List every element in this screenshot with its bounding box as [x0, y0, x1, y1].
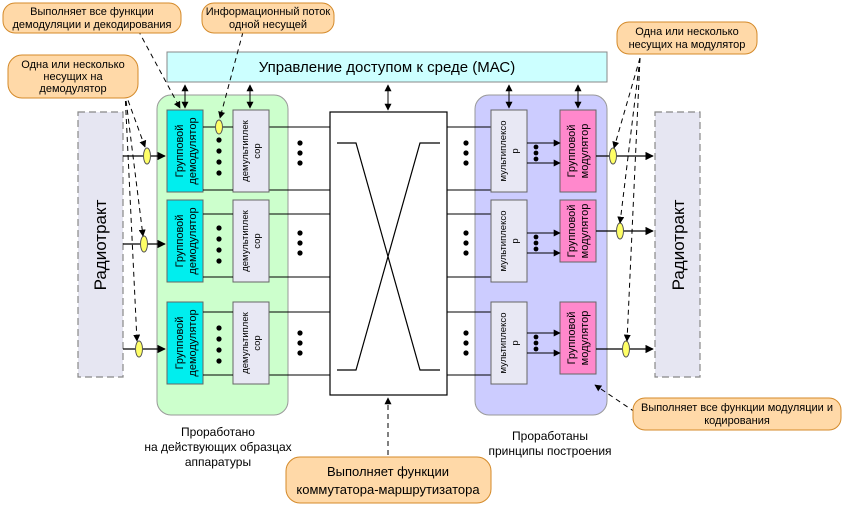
demod-channel-3: Групповой демодулятор демультиплек сор: [166, 301, 270, 385]
svg-text:Групповой: Групповой: [174, 125, 186, 178]
svg-text:Групповой: Групповой: [566, 312, 578, 365]
svg-text:демультиплек: демультиплек: [240, 209, 251, 271]
svg-text:сор: сор: [252, 143, 263, 158]
radio-left-label: Радиотракт: [91, 199, 110, 290]
bus-dots-right: [463, 140, 469, 356]
svg-text:несущих на модулятор: несущих на модулятор: [629, 39, 746, 51]
svg-text:демодулятор: демодулятор: [187, 309, 199, 376]
svg-text:несущих на: несущих на: [43, 71, 103, 83]
callout-carriers-mod: Одна или несколько несущих на модулятор: [616, 21, 758, 55]
callout-pointers: [124, 29, 641, 455]
svg-text:одной несущей: одной несущей: [229, 19, 307, 31]
radio-right-box: [654, 111, 701, 378]
svg-text:Выполняет все функции модуляци: Выполняет все функции модуляции и: [641, 402, 833, 414]
callout-carriers-demod: Одна или несколько несущих на демодулято…: [7, 54, 139, 99]
caption-left: Проработано на действующих образцах аппа…: [144, 425, 291, 469]
svg-text:мультиплексо: мультиплексо: [498, 211, 509, 272]
svg-text:сор: сор: [252, 335, 263, 350]
svg-text:мультиплексо: мультиплексо: [498, 121, 509, 182]
callout-switch-functions: Выполняет функции коммутатора-маршрутиза…: [285, 456, 492, 504]
svg-text:коммутатора-маршрутизатора: коммутатора-маршрутизатора: [296, 482, 480, 497]
svg-text:принципы построения: принципы построения: [488, 444, 611, 458]
svg-text:демодулятор: демодулятор: [187, 117, 199, 184]
svg-text:на действующих образцах: на действующих образцах: [144, 440, 291, 454]
svg-text:Проработано: Проработано: [181, 425, 255, 439]
caption-right: Проработаны принципы построения: [488, 429, 611, 458]
svg-text:модулятор: модулятор: [579, 124, 591, 179]
mac-label: Управление доступом к среде (МАС): [259, 59, 515, 76]
svg-text:Групповой: Групповой: [566, 125, 578, 178]
svg-text:р: р: [510, 238, 521, 243]
svg-text:Выполняет функции: Выполняет функции: [327, 464, 449, 479]
demod-channel-1: Групповой демодулятор демультиплек сор: [166, 109, 270, 193]
mod-channel-2: мультиплексо р Групповой модулятор: [490, 199, 597, 283]
svg-text:р: р: [510, 340, 521, 345]
svg-text:демодулятор: демодулятор: [39, 83, 106, 95]
svg-text:аппаратуры: аппаратуры: [185, 455, 251, 469]
mod-channel-3: мультиплексо р Групповой модулятор: [490, 301, 597, 385]
svg-text:демодулятор: демодулятор: [187, 207, 199, 274]
svg-text:демультиплек: демультиплек: [240, 119, 251, 181]
mod-channel-1: мультиплексо р Групповой модулятор: [490, 109, 597, 193]
radio-right-label: Радиотракт: [669, 199, 688, 290]
carrier-ellipses: [135, 119, 630, 358]
demod-channel-2: Групповой демодулятор демультиплек сор: [166, 199, 270, 283]
svg-text:Групповой: Групповой: [566, 205, 578, 258]
svg-text:демультиплек: демультиплек: [240, 311, 251, 373]
mac-arrows: [181, 84, 582, 111]
svg-text:модулятор: модулятор: [579, 204, 591, 259]
callout-demod-functions: Выполняет все функции демодуляции и деко…: [2, 2, 182, 34]
left-bus-lines: [269, 126, 330, 376]
svg-text:Информационный поток: Информационный поток: [206, 6, 331, 18]
callout-info-stream: Информационный поток одной несущей: [201, 2, 335, 34]
svg-text:р: р: [510, 148, 521, 153]
svg-text:Групповой: Групповой: [174, 215, 186, 268]
svg-text:сор: сор: [252, 233, 263, 248]
svg-text:кодирования: кодирования: [704, 415, 770, 427]
svg-text:Проработаны: Проработаны: [512, 429, 588, 443]
bus-dots-left: [297, 140, 303, 356]
svg-text:демодуляции и декодирования: демодуляции и декодирования: [12, 19, 171, 31]
right-bus-lines: [447, 126, 491, 376]
svg-text:Одна или несколько: Одна или несколько: [635, 26, 738, 38]
svg-text:Выполняет все функции: Выполняет все функции: [30, 6, 154, 18]
mac-bar: [166, 51, 608, 83]
svg-text:мультиплексо: мультиплексо: [498, 313, 509, 374]
svg-text:модулятор: модулятор: [579, 311, 591, 366]
callout-mod-functions: Выполняет все функции модуляции и кодиро…: [632, 397, 842, 431]
svg-text:Групповой: Групповой: [174, 317, 186, 370]
svg-text:Одна или несколько: Одна или несколько: [21, 59, 124, 71]
